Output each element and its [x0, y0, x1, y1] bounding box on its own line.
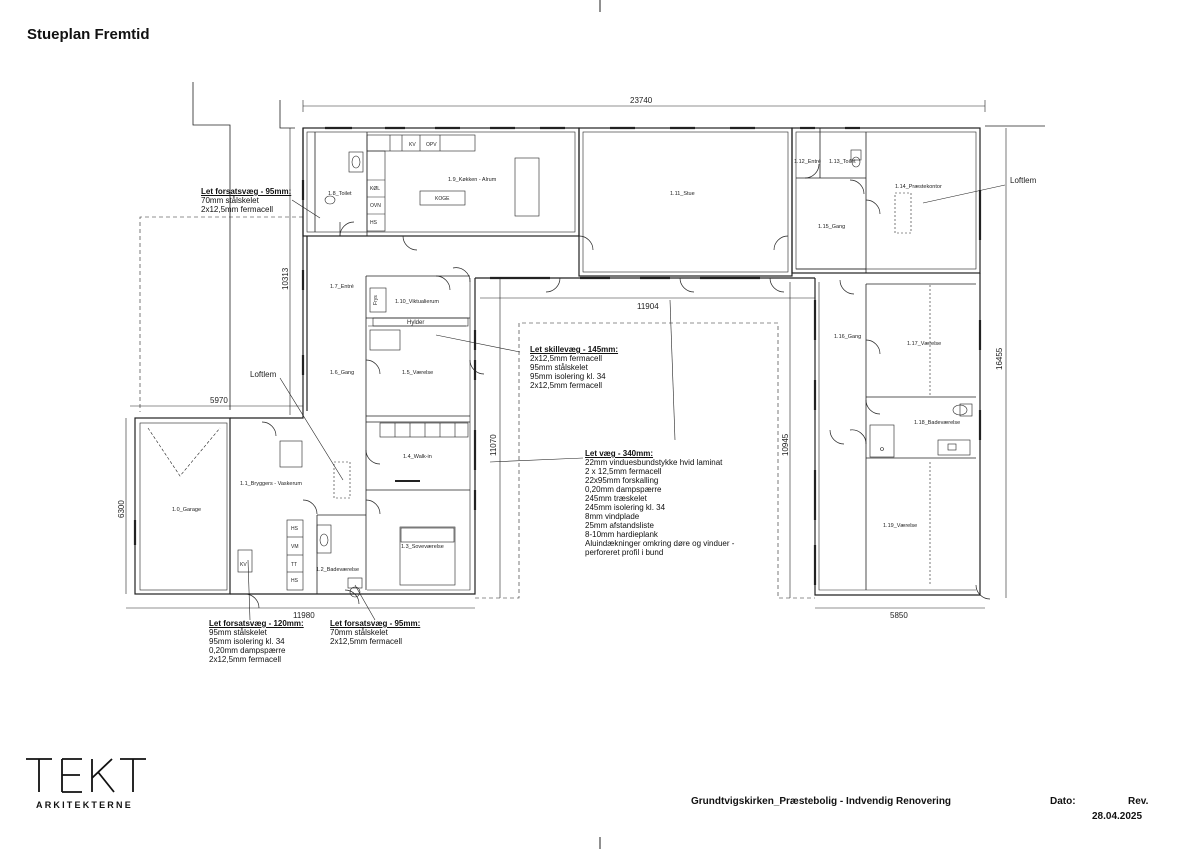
fixture-label: KØL [370, 186, 380, 192]
fixture-label: KV [409, 142, 416, 148]
dim-mid-vertical: 11070 [489, 434, 498, 456]
date-label: Dato: [1050, 796, 1076, 807]
room-label: 1.1_Bryggers - Vaskerum [240, 481, 302, 487]
fixture-label: VM [291, 544, 299, 550]
page-title: Stueplan Fremtid [27, 26, 150, 43]
room-label: 1.9_Køkken - Alrum [448, 177, 497, 183]
project-title: Grundtvigskirken_Præstebolig - Indvendig… [691, 796, 952, 807]
overhang-outlines [139, 216, 815, 599]
loftlem-label: Loftlem [1010, 176, 1037, 185]
room-label: 1.3_Soveværelse [401, 544, 444, 550]
dim-bottom-left: 11980 [293, 611, 315, 620]
room-label: 1.10_Viktualierum [395, 299, 439, 305]
windows [133, 126, 982, 585]
room-label: 1.6_Gang [330, 370, 354, 376]
dim-bottom-right: 5850 [890, 611, 908, 620]
room-label: 1.11_Stue [670, 191, 695, 197]
logo-subtitle: ARKITEKTERNE [36, 800, 133, 810]
leader-lines [247, 184, 1006, 621]
fixture-label: Hylder [407, 320, 424, 326]
room-label: 1.16_Gang [834, 334, 861, 340]
loft-hatches [333, 192, 931, 585]
room-label: 1.4_Walk-in [403, 454, 432, 460]
room-label: 1.2_Badeværelse [316, 567, 359, 573]
room-label: 1.19_Værelse [883, 523, 917, 529]
fixture-label: HS [291, 578, 299, 584]
fixture-label: HS [291, 526, 299, 532]
fixture-label: OPV [426, 142, 437, 148]
dim-garage-height: 6300 [117, 500, 126, 518]
tekt-logo [26, 758, 146, 793]
dim-mid-horizontal: 11904 [637, 302, 659, 311]
date-value: 28.04.2025 [1092, 811, 1143, 822]
room-label: 1.7_Entré [330, 284, 354, 290]
room-label: 1.0_Garage [172, 507, 201, 513]
revision-label: Rev. [1128, 796, 1149, 807]
fixture-label: HS [370, 220, 378, 226]
wall-note: Let forsatsvæg - 95mm: 70mm stålskelet 2… [330, 619, 421, 646]
room-label: 1.15_Gang [818, 224, 845, 230]
wall-note: Let skillevæg - 145mm: 2x12,5mm fermacel… [530, 345, 619, 390]
wall-note: Let forsatsvæg - 120mm: 95mm stålskelet … [209, 619, 304, 664]
room-label: 1.13_Toilet [829, 159, 856, 165]
room-label: 1.8_Toilet [328, 191, 352, 197]
fixture-label: KV [240, 562, 247, 568]
fixture-label: Frys [373, 295, 379, 305]
room-label: 1.18_Badeværelse [914, 420, 960, 426]
wall-note: Let væg - 340mm: 22mm vinduesbundstykke … [585, 449, 735, 557]
fixture-label: TT [291, 562, 297, 568]
exterior-walls [134, 127, 981, 596]
doors [244, 163, 991, 609]
fixture-label: OVN [370, 203, 381, 209]
room-label: 1.5_Værelse [402, 370, 433, 376]
dim-upper-left: 10313 [281, 267, 290, 290]
room-label: 1.17_Værelse [907, 341, 941, 347]
room-label: 1.14_Præstekontor [895, 184, 942, 190]
interior-walls [229, 128, 976, 594]
loftlem-label: Loftlem [250, 370, 277, 379]
wall-note: Let forsatsvæg - 95mm: 70mm stålskelet 2… [201, 187, 292, 214]
room-label: 1.12_Entré [794, 159, 821, 165]
dim-right-vertical-2: 16455 [995, 347, 1004, 370]
dim-garage-width: 5970 [210, 396, 228, 405]
dim-top: 23740 [630, 96, 653, 105]
kitchen-fixtures [237, 134, 973, 598]
dimension-lines [125, 100, 1007, 609]
fixture-label: KOGE [435, 196, 450, 202]
dim-right-vertical-1: 10945 [781, 433, 790, 456]
